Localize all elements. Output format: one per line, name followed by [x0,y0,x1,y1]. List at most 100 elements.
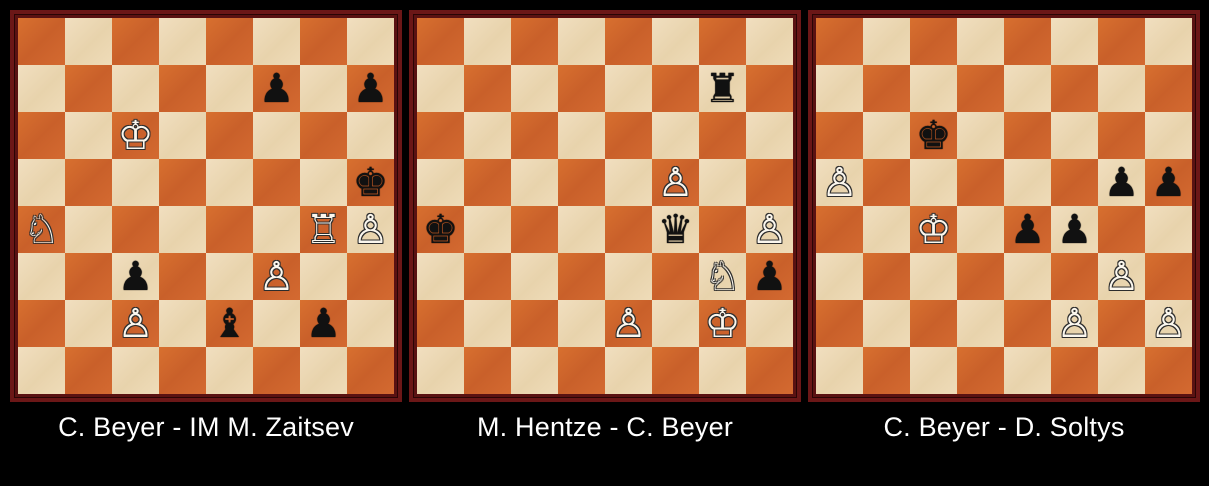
black-pawn-icon[interactable]: ♟ [1057,210,1093,250]
square-h1[interactable] [1145,347,1192,394]
square-e4[interactable] [605,206,652,253]
square-f8[interactable] [253,18,300,65]
square-g2[interactable]: ♟ [300,300,347,347]
square-h2[interactable] [746,300,793,347]
square-c3[interactable]: ♟ [112,253,159,300]
square-b6[interactable] [65,112,112,159]
black-pawn-icon[interactable]: ♟ [752,257,788,297]
square-g5[interactable] [699,159,746,206]
square-a4[interactable]: ♚ [417,206,464,253]
black-king-icon[interactable]: ♚ [423,210,459,250]
square-f8[interactable] [1051,18,1098,65]
square-f4[interactable]: ♛ [652,206,699,253]
square-d6[interactable] [558,112,605,159]
square-d4[interactable] [558,206,605,253]
square-a6[interactable] [417,112,464,159]
chessboard[interactable]: ♚♙♟♟♔♟♟♙♙♙ [816,18,1192,394]
square-b2[interactable] [65,300,112,347]
square-a1[interactable] [417,347,464,394]
square-c6[interactable] [511,112,558,159]
square-a7[interactable] [417,65,464,112]
square-g8[interactable] [699,18,746,65]
square-a4[interactable]: ♘ [18,206,65,253]
square-g3[interactable] [300,253,347,300]
square-d4[interactable] [159,206,206,253]
square-b8[interactable] [464,18,511,65]
square-b3[interactable] [65,253,112,300]
square-c7[interactable] [511,65,558,112]
white-pawn-icon[interactable]: ♙ [658,163,694,203]
square-d5[interactable] [957,159,1004,206]
square-e2[interactable]: ♙ [605,300,652,347]
chessboard[interactable]: ♟♟♔♚♘♖♙♟♙♙♝♟ [18,18,394,394]
black-pawn-icon[interactable]: ♟ [306,304,342,344]
square-f6[interactable] [652,112,699,159]
square-e5[interactable] [206,159,253,206]
square-f1[interactable] [1051,347,1098,394]
white-pawn-icon[interactable]: ♙ [118,304,154,344]
square-a2[interactable] [417,300,464,347]
square-e2[interactable]: ♝ [206,300,253,347]
square-g1[interactable] [699,347,746,394]
square-f6[interactable] [1051,112,1098,159]
white-knight-icon[interactable]: ♘ [705,257,741,297]
square-g6[interactable] [699,112,746,159]
square-e6[interactable] [206,112,253,159]
square-b4[interactable] [65,206,112,253]
square-d1[interactable] [159,347,206,394]
black-queen-icon[interactable]: ♛ [658,210,694,250]
square-f3[interactable]: ♙ [253,253,300,300]
square-c5[interactable] [511,159,558,206]
square-h1[interactable] [746,347,793,394]
square-h5[interactable] [746,159,793,206]
black-pawn-icon[interactable]: ♟ [1104,163,1140,203]
square-d3[interactable] [159,253,206,300]
square-g6[interactable] [300,112,347,159]
black-pawn-icon[interactable]: ♟ [1010,210,1046,250]
square-c1[interactable] [112,347,159,394]
square-a6[interactable] [18,112,65,159]
white-pawn-icon[interactable]: ♙ [1151,304,1187,344]
square-b5[interactable] [65,159,112,206]
white-pawn-icon[interactable]: ♙ [752,210,788,250]
square-f2[interactable] [652,300,699,347]
square-g2[interactable]: ♔ [699,300,746,347]
square-e7[interactable] [1004,65,1051,112]
square-f7[interactable]: ♟ [253,65,300,112]
square-a7[interactable] [18,65,65,112]
square-h5[interactable]: ♟ [1145,159,1192,206]
square-b4[interactable] [464,206,511,253]
square-c8[interactable] [910,18,957,65]
square-h7[interactable] [746,65,793,112]
square-b1[interactable] [464,347,511,394]
square-f7[interactable] [652,65,699,112]
square-g8[interactable] [1098,18,1145,65]
square-h6[interactable] [746,112,793,159]
square-b7[interactable] [464,65,511,112]
square-e3[interactable] [1004,253,1051,300]
white-pawn-icon[interactable]: ♙ [1057,304,1093,344]
white-pawn-icon[interactable]: ♙ [611,304,647,344]
square-a2[interactable] [816,300,863,347]
white-king-icon[interactable]: ♔ [118,116,154,156]
square-d5[interactable] [159,159,206,206]
square-h8[interactable] [1145,18,1192,65]
square-a1[interactable] [816,347,863,394]
square-h2[interactable]: ♙ [1145,300,1192,347]
square-h4[interactable]: ♙ [347,206,394,253]
square-e8[interactable] [605,18,652,65]
square-c6[interactable]: ♚ [910,112,957,159]
square-g7[interactable]: ♜ [699,65,746,112]
square-a5[interactable] [18,159,65,206]
square-f6[interactable] [253,112,300,159]
square-c5[interactable] [112,159,159,206]
square-c8[interactable] [511,18,558,65]
square-c7[interactable] [112,65,159,112]
square-d6[interactable] [159,112,206,159]
square-g5[interactable] [300,159,347,206]
white-king-icon[interactable]: ♔ [916,210,952,250]
square-d7[interactable] [957,65,1004,112]
square-e4[interactable] [206,206,253,253]
square-e6[interactable] [605,112,652,159]
square-g7[interactable] [1098,65,1145,112]
